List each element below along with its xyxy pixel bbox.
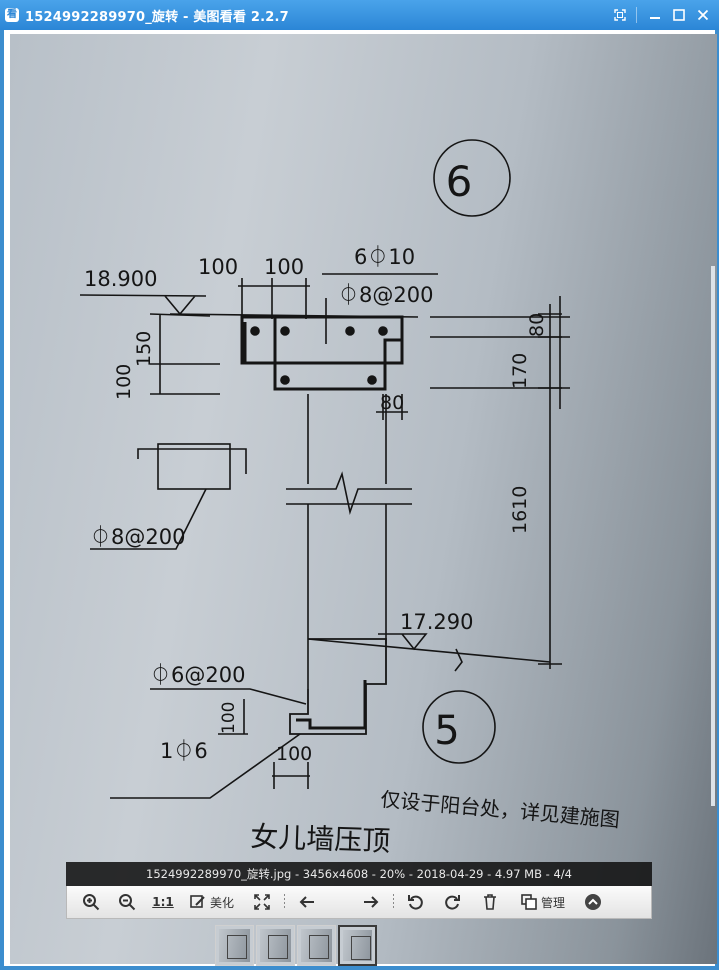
- close-button[interactable]: [693, 6, 713, 24]
- minimize-button[interactable]: [645, 6, 665, 24]
- window-title: 1524992289970_旋转 - 美图看看 2.2.7: [25, 9, 289, 25]
- zoom-in-button[interactable]: [79, 889, 103, 915]
- edit-image-icon: [190, 895, 205, 908]
- maximize-icon: [673, 9, 685, 21]
- chevron-up-icon: [585, 894, 602, 910]
- structural-drawing: 6 5 18.900 17.290 100 100 6⏀10 ⏀8@200 15…: [79, 139, 621, 858]
- toolbar-separator: [284, 894, 286, 910]
- dim-100-d: 100: [219, 702, 239, 734]
- circle-5-label: 5: [434, 708, 459, 754]
- file-info-bar: 1524992289970_旋转.jpg - 3456x4608 - 20% -…: [66, 862, 652, 886]
- stirrup-top-label: ⏀8@200: [338, 283, 433, 307]
- rotate-right-button[interactable]: [440, 889, 464, 915]
- thumbnail-strip: [215, 925, 377, 967]
- fullscreen-button[interactable]: [610, 6, 630, 24]
- app-logo-icon: 看: [5, 8, 19, 22]
- zoom-out-icon: [119, 894, 136, 911]
- fullscreen-icon: [614, 9, 626, 21]
- fit-screen-icon: [254, 894, 270, 910]
- dim-100-c: 100: [113, 364, 135, 400]
- file-info-text: 1524992289970_旋转.jpg - 3456x4608 - 20% -…: [146, 867, 572, 881]
- dim-150: 150: [133, 331, 155, 367]
- photo-image: 6 5 18.900 17.290 100 100 6⏀10 ⏀8@200 15…: [10, 34, 717, 964]
- beautify-button[interactable]: 美化: [189, 889, 234, 915]
- elevation-bottom-label: 17.290: [400, 610, 473, 634]
- manage-button[interactable]: 管理: [520, 889, 565, 915]
- image-viewport[interactable]: 6 5 18.900 17.290 100 100 6⏀10 ⏀8@200 15…: [4, 30, 717, 966]
- arrow-right-icon: [364, 896, 379, 908]
- previous-button[interactable]: [295, 889, 319, 915]
- elevation-top-label: 18.900: [84, 267, 157, 291]
- actual-size-label: 1:1: [152, 895, 174, 909]
- dim-100-e: 100: [276, 743, 312, 765]
- rotate-left-button[interactable]: [404, 889, 428, 915]
- actual-size-button[interactable]: 1:1: [151, 889, 175, 915]
- dim-170: 170: [509, 353, 531, 389]
- title-bar: 看 1524992289970_旋转 - 美图看看 2.2.7: [0, 0, 719, 30]
- delete-button[interactable]: [478, 889, 502, 915]
- trash-icon: [484, 894, 497, 910]
- close-icon: [697, 9, 709, 21]
- rotate-right-icon: [445, 895, 461, 910]
- maximize-button[interactable]: [669, 6, 689, 24]
- manage-icon: [521, 894, 537, 910]
- thumbnail-active[interactable]: [338, 925, 377, 966]
- dim-80-right: 80: [526, 313, 548, 337]
- rebar-main-label: 6⏀10: [354, 245, 415, 269]
- next-button[interactable]: [359, 889, 383, 915]
- detail-circle-5: [422, 690, 496, 764]
- fit-screen-button[interactable]: [250, 889, 274, 915]
- rebar-bottom-label: 1⏀6: [160, 739, 208, 763]
- minimize-icon: [650, 17, 660, 19]
- circle-6-label: 6: [446, 157, 473, 206]
- arrow-left-icon: [299, 896, 315, 908]
- stirrup-left-label: ⏀8@200: [90, 525, 185, 549]
- beautify-label: 美化: [210, 895, 235, 910]
- zoom-in-icon: [83, 894, 100, 911]
- toolbar-separator: [393, 894, 395, 910]
- viewer-toolbar: 1:1 美化 管理: [66, 886, 652, 919]
- zoom-out-button[interactable]: [115, 889, 139, 915]
- caption-text: 女儿墙压顶: [250, 820, 391, 858]
- dim-80-wall: 80: [380, 392, 404, 414]
- dim-100-b: 100: [264, 255, 304, 279]
- stirrup-bottom-label: ⏀6@200: [150, 663, 245, 687]
- title-separator: [636, 7, 637, 23]
- viewer-scrollbar[interactable]: [711, 266, 715, 806]
- note-text: 仅设于阳台处，详见建施图: [380, 787, 621, 832]
- rotate-left-icon: [408, 895, 423, 910]
- detail-circle-6: [433, 139, 511, 217]
- dim-100-a: 100: [198, 255, 238, 279]
- collapse-button[interactable]: [581, 889, 605, 915]
- manage-label: 管理: [541, 895, 566, 910]
- dim-1610: 1610: [509, 486, 531, 534]
- thumbnail[interactable]: [256, 925, 295, 966]
- thumbnail[interactable]: [297, 925, 336, 966]
- thumbnail[interactable]: [215, 925, 254, 966]
